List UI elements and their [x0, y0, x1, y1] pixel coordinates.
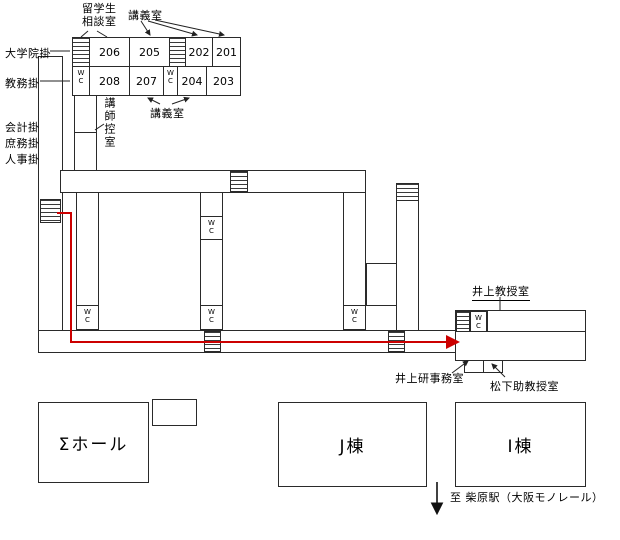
room-208: 208 [89, 66, 130, 96]
stairs-icon-top-mid [169, 37, 186, 67]
connector-strip-north [74, 95, 97, 171]
room-206: 206 [89, 37, 130, 67]
leader-kougishitsu-201 [154, 19, 225, 37]
wc-c: C [209, 227, 214, 235]
label-ryugakusei-line1: 留学生 [82, 2, 117, 15]
vertical-corridor-4 [396, 200, 419, 331]
label-ryugakusei-line2: 相談室 [82, 15, 117, 28]
room-203: 203 [206, 66, 241, 96]
wc-w: W [475, 314, 482, 322]
label-kougishitsu-top: 講義室 [128, 9, 163, 22]
wc-c: C [85, 316, 90, 324]
wc-c: C [78, 77, 84, 85]
wc-c: C [209, 316, 214, 324]
label-jinji-gakari: 人事掛 [5, 153, 40, 166]
room-207: 207 [129, 66, 164, 96]
label-matsushita-jokyoujushitsu: 松下助教授室 [490, 380, 559, 393]
room-205: 205 [129, 37, 170, 67]
east-wing-division [487, 311, 488, 331]
wc-w: W [84, 308, 91, 316]
wc-c: C [168, 77, 173, 85]
west-office-strip [38, 56, 63, 332]
label-kaikei-gakari: 会計掛 [5, 121, 40, 134]
room-201-label: 201 [216, 45, 237, 59]
room-202-label: 202 [188, 45, 210, 59]
label-koushi-hikaeshitsu: 講師控室 [103, 97, 116, 149]
j-building-label: J棟 [339, 437, 366, 457]
stairs-icon-east-wing [456, 311, 470, 332]
label-inoue-kyoujushitsu: 井上教授室 [472, 283, 530, 301]
stairs-icon-upper-corridor [230, 171, 248, 192]
matsushita-office-cell [483, 360, 503, 373]
leader-kougishitsu-207 [147, 97, 161, 105]
leader-kougishitsu-202 [147, 20, 198, 37]
room-bump-east-wing [366, 263, 397, 306]
room-201: 201 [212, 37, 241, 67]
building-sigma-hall: Σホール [38, 402, 149, 483]
label-ryugakusei-soudanshitsu: 留学生 相談室 [82, 2, 117, 28]
small-annex-block [152, 399, 197, 426]
wc-w: W [208, 308, 215, 316]
label-kougishitsu-bottom: 講義室 [150, 107, 185, 120]
leader-kougishitsu-204 [171, 96, 190, 105]
label-shomu-gakari: 庶務掛 [5, 137, 40, 150]
label-station-note: 至 柴原駅（大阪モノレール） [450, 491, 604, 504]
stairs-icon-east-wing-top [396, 183, 419, 201]
room-206-label: 206 [99, 45, 120, 59]
stairs-icon-west-strip [40, 199, 61, 223]
stairs-icon-lower-corridor-1 [204, 331, 221, 352]
leader-kougishitsu-205 [140, 20, 151, 36]
wc-c: C [352, 316, 357, 324]
building-j: J棟 [278, 402, 427, 487]
wc-w: W [167, 69, 174, 77]
room-205-label: 205 [139, 45, 160, 59]
i-building-label: I棟 [507, 437, 534, 457]
room-204-label: 204 [181, 74, 203, 88]
connector-division-line [74, 132, 97, 133]
wc-w: W [77, 69, 85, 77]
building-i: I棟 [455, 402, 586, 487]
room-202: 202 [185, 37, 213, 67]
wc-w: W [208, 219, 215, 227]
sigma-hall-label: Σホール [58, 435, 129, 455]
label-kyoumu-gakari: 教務掛 [5, 77, 40, 90]
stairs-icon-lower-corridor-2 [388, 331, 405, 352]
label-daigakuin-gakari: 大学院掛 [5, 47, 51, 60]
room-208-label: 208 [99, 74, 120, 88]
stairs-icon-top-left [72, 37, 90, 67]
wc-w: W [351, 308, 358, 316]
room-207-label: 207 [136, 74, 157, 88]
wc-c: C [476, 322, 481, 330]
upper-corridor [60, 170, 366, 193]
room-203-label: 203 [213, 74, 234, 88]
room-204: 204 [177, 66, 207, 96]
label-inoue-ken-jimushitsu: 井上研事務室 [395, 372, 464, 385]
inoue-office-cell [464, 360, 484, 373]
east-wing-inner-line [455, 331, 586, 332]
